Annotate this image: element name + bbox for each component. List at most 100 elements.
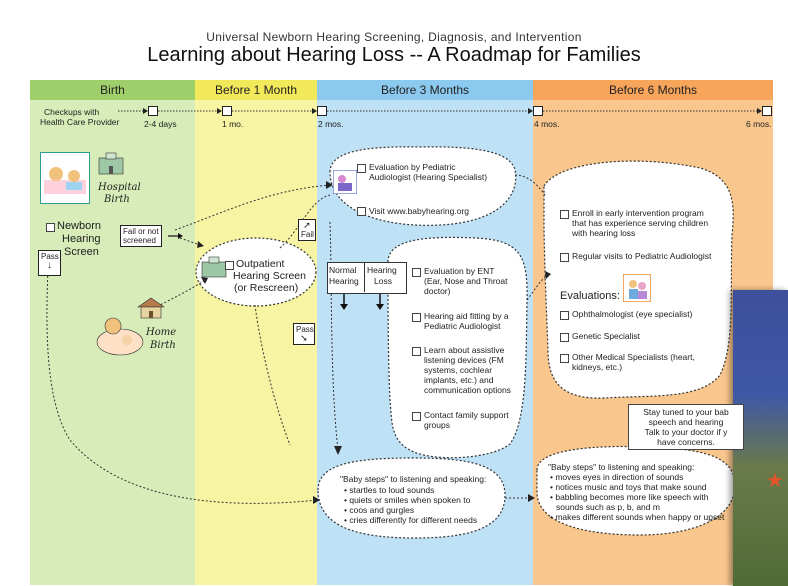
baby-step-text: cries differently for different needs	[349, 515, 478, 525]
timeline-checkbox	[533, 106, 543, 116]
baby-steps-6mo-item: • moves eyes in direction of sounds	[550, 472, 684, 482]
hearing-result-box	[327, 262, 407, 294]
other-specialists-label-2: kidneys, etc.)	[572, 362, 623, 372]
early-intervention-label: Enroll in early intervention program	[572, 208, 704, 218]
ophthalmologist-checkbox	[560, 311, 569, 320]
house-icon	[137, 297, 165, 319]
support-groups-label: Contact family support	[424, 410, 509, 420]
header-before-1-month: Before 1 Month	[195, 80, 317, 100]
audiologist-visits-label: Regular visits to Pediatric Audiologist	[572, 251, 712, 261]
home-birth-label-2: Birth	[150, 340, 176, 351]
timeline-checkbox	[222, 106, 232, 116]
timeline-2-4-days: 2-4 days	[144, 119, 177, 129]
baby-steps-6mo-title: "Baby steps" to listening and speaking:	[548, 462, 695, 472]
hearing-loss-label: Hearing	[367, 265, 397, 275]
header-before-3-months: Before 3 Months	[317, 80, 533, 100]
fail-label: Fail	[301, 230, 314, 239]
timeline-checkbox	[148, 106, 158, 116]
arrow-down-right-icon: ➘	[300, 333, 308, 343]
star-icon: ★	[766, 470, 784, 492]
early-intervention-label-3: with hearing loss	[572, 228, 636, 238]
normal-hearing-label: Normal	[329, 265, 357, 275]
genetic-specialist-checkbox	[560, 333, 569, 342]
outpatient-label-2: Hearing Screen	[233, 270, 306, 282]
checkups-label-2: Health Care Provider	[40, 117, 120, 127]
mother-baby-icon	[40, 152, 90, 204]
baby-step-text: makes different sounds when happy or ups…	[555, 512, 725, 522]
hearing-result-divider	[364, 262, 365, 292]
timeline-checkbox	[317, 106, 327, 116]
pass-box-1mo: Pass ➘	[293, 323, 315, 345]
audiologist-bubble	[329, 146, 517, 226]
hearing-aid-checkbox	[412, 313, 421, 322]
home-birth-label: Home	[146, 327, 177, 338]
support-groups-checkbox	[412, 412, 421, 421]
assistive-label-4: implants, etc.) and	[424, 375, 494, 385]
baby-steps-3mo-item: • cries differently for different needs	[344, 515, 478, 525]
baby-step-text: coos and gurgles	[349, 505, 415, 515]
assistive-devices-checkbox	[412, 347, 421, 356]
baby-steps-3mo-title: "Baby steps" to listening and speaking:	[340, 474, 487, 484]
early-intervention-label-2: that has experience serving children	[572, 218, 709, 228]
ent-label: Evaluation by ENT	[424, 266, 495, 276]
fail-box: ➚ Fail	[298, 219, 316, 241]
baby-steps-6mo-item-cont: sounds such as p, b, and m	[556, 502, 660, 512]
note-line: speech and hearing	[648, 417, 724, 427]
hospital-birth-label: Hospital	[98, 182, 141, 193]
newborn-label-2: Hearing	[62, 233, 101, 245]
pass-label-1mo: Pass	[296, 325, 314, 334]
assistive-label-2: listening devices (FM	[424, 355, 504, 365]
genetic-specialist-label: Genetic Specialist	[572, 331, 641, 341]
other-specialists-checkbox	[560, 354, 569, 363]
mother-baby-icon	[96, 317, 144, 356]
baby-steps-3mo-item: • quiets or smiles when spoken to	[344, 495, 471, 505]
ent-checkbox	[412, 268, 421, 277]
hearing-aid-label-2: Pediatric Audiologist	[424, 321, 501, 331]
visit-site-link[interactable]: Visit www.babyhearing.org	[369, 206, 470, 216]
outpatient-checkbox	[225, 261, 234, 270]
ophthalmologist-label: Ophthalmologist (eye specialist)	[572, 309, 693, 319]
visit-site-checkbox	[357, 207, 366, 216]
pass-label: Pass	[41, 252, 59, 261]
audiologist-visits-checkbox	[560, 253, 569, 262]
outpatient-label-3: (or Rescreen)	[234, 282, 299, 294]
timeline-1-mo: 1 mo.	[222, 119, 244, 129]
note-line: Stay tuned to your bab	[643, 407, 729, 417]
supertitle: Universal Newborn Hearing Screening, Dia…	[206, 30, 582, 44]
ent-label-2: (Ear, Nose and Throat	[424, 276, 508, 286]
baby-steps-6mo-item: • babbling becomes more like speech with	[550, 492, 709, 502]
note-line: have concerns.	[657, 437, 715, 447]
baby-step-text: notices music and toys that make sound	[555, 482, 707, 492]
fail-or-not-label: Fail or not	[123, 227, 159, 236]
arrow-up-right-icon: ➚	[303, 220, 311, 230]
baby-step-text: quiets or smiles when spoken to	[349, 495, 471, 505]
pass-box: Pass ↓	[38, 250, 61, 276]
note-line: Talk to your doctor if y	[644, 427, 728, 437]
outpatient-label: Outpatient	[236, 258, 285, 270]
timeline-checkbox	[762, 106, 772, 116]
hearing-loss-label-2: Loss	[374, 276, 392, 286]
timeline-6-mos: 6 mos.	[746, 119, 772, 129]
hospital-birth-label-2: Birth	[104, 194, 130, 205]
eval-audiologist-label: Evaluation by Pediatric	[369, 162, 456, 172]
header-before-6-months: Before 6 Months	[533, 80, 773, 100]
fail-or-not-label-2: screened	[123, 236, 156, 245]
eval-audiologist-checkbox	[357, 164, 366, 173]
timeline-2-mos: 2 mos.	[318, 119, 344, 129]
down-arrow-icon: ↓	[47, 260, 52, 271]
baby-steps-6mo-item: • notices music and toys that make sound	[550, 482, 707, 492]
fail-or-not-screened-box: Fail or not screened	[120, 225, 162, 247]
evaluations-label: Evaluations:	[560, 290, 620, 302]
baby-step-text: babbling becomes more like speech with	[555, 492, 709, 502]
intervention-bubble	[387, 236, 528, 459]
header-birth: Birth	[30, 80, 195, 100]
stay-tuned-note: Stay tuned to your bab speech and hearin…	[628, 404, 744, 450]
hospital-icon	[98, 152, 124, 175]
page-title: Learning about Hearing Loss -- A Roadmap…	[147, 44, 641, 66]
support-groups-label-2: groups	[424, 420, 450, 430]
baby-step-text: startles to loud sounds	[349, 485, 435, 495]
early-intervention-checkbox	[560, 210, 569, 219]
assistive-label-3: systems, cochlear	[424, 365, 493, 375]
newborn-screen-checkbox	[46, 223, 55, 232]
